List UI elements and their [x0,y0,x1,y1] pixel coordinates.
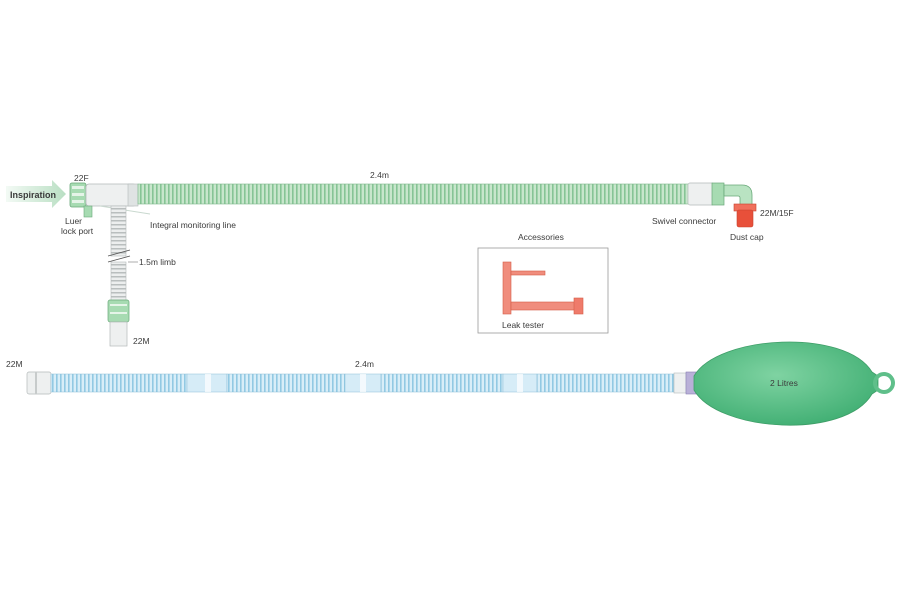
luer-lock-port [83,205,93,218]
lower-length-label: 2.4m [355,359,374,369]
blue-tube-seg-2 [226,373,346,393]
monitoring-line-label: Integral monitoring line [150,220,236,230]
accessories-title: Accessories [518,232,564,242]
tube-end-cuff [687,182,715,206]
limb-lower-segment [110,261,127,303]
bag-neck-connector [673,372,687,394]
inspiration-label: Inspiration [10,190,56,200]
main-green-tube [137,183,691,205]
bag-loop [873,372,895,394]
luer-label-2: lock port [61,226,94,236]
lower-connector-label: 22M [6,359,23,369]
blue-tube-seg-1 [50,373,188,393]
connector-22f-label: 22F [74,173,89,183]
limb-22m-connector [109,321,128,347]
bag-label: 2 Litres [770,378,798,388]
limb-green-connector [107,299,130,323]
dust-cap-label: Dust cap [730,232,764,242]
blue-tube-seg-3 [380,373,504,393]
limb-break [107,249,131,263]
accessories-panel: Accessories Leak tester [477,232,609,334]
accessories-frame [477,247,609,334]
lower-circuit: 22M 2.4m 2 Litres [6,341,895,426]
swivel-spec-label: 22M/15F [760,208,794,218]
luer-label-1: Luer [65,216,82,226]
leak-tester [502,261,584,315]
limb-connector-label: 22M [133,336,150,346]
lower-22m-connector [26,371,52,395]
leak-tester-label: Leak tester [502,320,544,330]
inspiration-arrow [6,180,66,208]
limb-upper-segment [110,205,127,257]
swivel-label: Swivel connector [652,216,716,226]
swivel-connector [723,184,753,207]
upper-circuit: Inspiration 22F Luer lock port 2.4m Inte… [6,170,794,347]
main-length-label: 2.4m [370,170,389,180]
limb-label: 1.5m limb [139,257,176,267]
blue-tube-seg-4 [536,373,675,393]
